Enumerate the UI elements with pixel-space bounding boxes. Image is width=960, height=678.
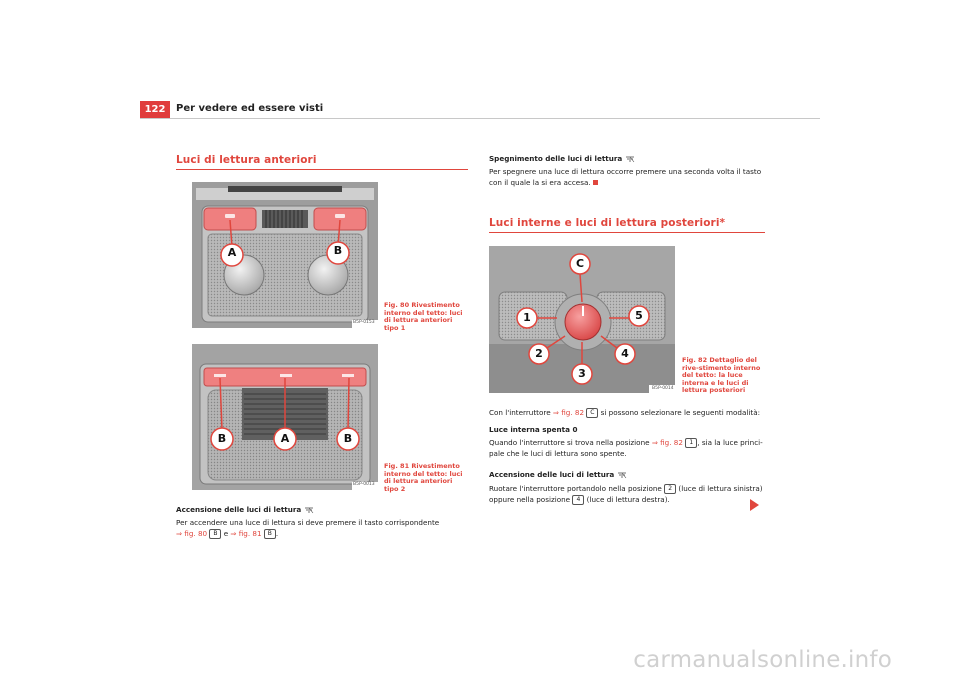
fig82-code: B5P-0014 xyxy=(652,386,674,391)
footer-watermark: carmanualsonline.info xyxy=(0,647,960,673)
switch-intro: Con l'interruttore ⇒ fig. 82 C si posson… xyxy=(489,408,779,419)
fig80-label-b: B xyxy=(333,244,343,257)
fig82-label-4: 4 xyxy=(621,347,629,360)
fig81-code: B5P-0013 xyxy=(353,482,375,487)
running-title: Per vedere ed essere visti xyxy=(176,103,324,114)
section-title-front-lights: Luci di lettura anteriori xyxy=(176,154,317,166)
end-mark-icon xyxy=(592,180,598,185)
fig82-label-5: 5 xyxy=(635,309,643,322)
reading-rear-heading-text: Accensione delle luci di lettura xyxy=(489,470,615,479)
reading-off-paragraph: Per spegnere una luce di lettura occorre… xyxy=(489,167,779,188)
reading-on-heading: Accensione delle luci di lettura xyxy=(176,505,314,516)
reading-rear-text-1: Ruotare l'interruttore portandolo nella … xyxy=(489,484,662,493)
fig81-label-a: A xyxy=(280,432,290,445)
fig82-caption: Fig. 82 Dettaglio del rive-stimento inte… xyxy=(682,356,761,394)
light-off-text-2: , sia la luce princi- xyxy=(697,438,763,447)
header-rule xyxy=(140,118,820,119)
fig80-caption: Fig. 80 Rivestimento interno del tetto: … xyxy=(384,301,463,332)
next-page-arrow-icon[interactable] xyxy=(750,499,759,511)
key-c: C xyxy=(586,408,599,418)
fig80-label-a: A xyxy=(227,246,237,259)
watermark-text: carmanualsonline.info xyxy=(633,647,892,673)
reading-on-text: Per accendere una luce di lettura si dev… xyxy=(176,518,440,527)
reading-off-heading-text: Spegnimento delle luci di lettura xyxy=(489,154,623,163)
figure-82-image xyxy=(489,246,675,393)
key-b-fig80: B xyxy=(209,528,222,539)
period: . xyxy=(275,528,279,538)
conj-e: e xyxy=(221,528,231,538)
fig82-label-3: 3 xyxy=(578,367,586,380)
reading-rear-text-2: (luce di lettura sinistra) xyxy=(676,484,763,493)
light-off-text-3: pale che le luci di lettura sono spente. xyxy=(489,448,627,458)
reading-rear-paragraph: Ruotare l'interruttore portandolo nella … xyxy=(489,484,779,505)
fig81-label-b-left: B xyxy=(217,432,227,445)
light-off-text-1: Quando l'interruttore si trova nella pos… xyxy=(489,438,650,447)
fig80-code: B5P-0153 xyxy=(353,320,375,325)
reading-rear-text-4: (luce di lettura destra). xyxy=(584,494,670,504)
switch-intro-text-2: si possono selezionare le seguenti modal… xyxy=(598,408,761,417)
light-off-paragraph: Quando l'interruttore si trova nella pos… xyxy=(489,438,779,459)
reading-off-heading: Spegnimento delle luci di lettura xyxy=(489,154,635,165)
reading-lamp-icon xyxy=(304,507,313,513)
key-4: 4 xyxy=(572,494,585,505)
reading-off-text-2: con il quale la si era accesa. xyxy=(489,177,591,187)
key-2: 2 xyxy=(664,484,677,494)
ref-fig82-1[interactable]: ⇒ fig. 82 xyxy=(651,438,683,447)
fig82-label-2: 2 xyxy=(535,347,543,360)
fig81-caption: Fig. 81 Rivestimento interno del tetto: … xyxy=(384,462,463,493)
reading-on-heading-text: Accensione delle luci di lettura xyxy=(176,505,302,514)
ref-fig80[interactable]: ⇒ fig. 80 xyxy=(176,528,208,538)
switch-intro-text-1: Con l'interruttore xyxy=(489,408,551,417)
ref-fig82-c[interactable]: ⇒ fig. 82 xyxy=(552,408,585,417)
key-b-fig81: B xyxy=(263,528,276,539)
figure-81-image xyxy=(192,344,378,490)
section-rule-left xyxy=(176,169,468,170)
reading-rear-heading: Accensione delle luci di lettura xyxy=(489,470,627,481)
fig81-label-b-right: B xyxy=(343,432,353,445)
key-1: 1 xyxy=(685,438,698,448)
reading-lamp-icon-2 xyxy=(625,156,634,162)
ref-fig81[interactable]: ⇒ fig. 81 xyxy=(230,528,262,538)
section-rule-right xyxy=(489,232,765,233)
fig82-label-c: C xyxy=(575,257,585,270)
section-title-interior-lights: Luci interne e luci di lettura posterior… xyxy=(489,217,726,229)
page-number: 122 xyxy=(140,101,170,118)
reading-rear-text-3: oppure nella posizione xyxy=(489,494,571,504)
fig82-label-1: 1 xyxy=(523,311,531,324)
reading-lamp-icon-3 xyxy=(617,472,626,478)
reading-on-paragraph: Per accendere una luce di lettura si dev… xyxy=(176,518,472,539)
light-off-heading: Luce interna spenta 0 xyxy=(489,425,578,434)
figure-80-image xyxy=(192,182,378,328)
reading-off-text-1: Per spegnere una luce di lettura occorre… xyxy=(489,167,762,176)
